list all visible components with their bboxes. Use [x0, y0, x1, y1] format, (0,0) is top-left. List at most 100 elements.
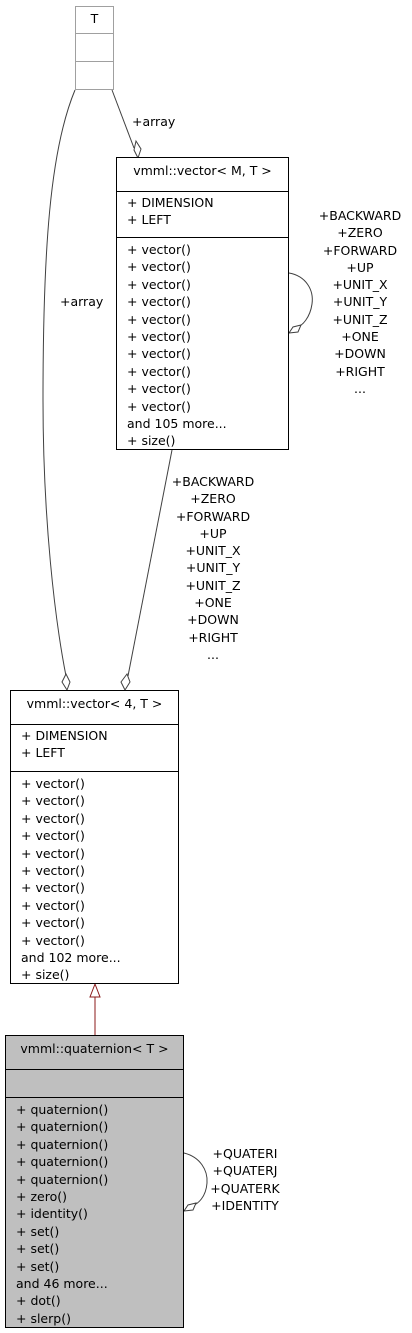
- label-quaternion-self: +QUATERI +QUATERJ+QUATERK+IDENTITY: [206, 1145, 284, 1214]
- method-line: + vector(): [127, 363, 191, 379]
- method-line: + vector(): [21, 793, 85, 809]
- method-line: + vector(): [21, 776, 85, 791]
- method-line: + quaternion(): [16, 1171, 109, 1187]
- method-line: and 105 more...: [127, 416, 227, 432]
- method-line: + set(): [16, 1223, 60, 1239]
- method-line: + vector(): [127, 346, 191, 362]
- aggregation-diamond-vector-4t-right: [120, 672, 131, 692]
- edge-label-line: +FORWARD: [322, 242, 398, 258]
- self-loop-quaternion: [183, 1152, 208, 1207]
- method-line: + set(): [16, 1241, 60, 1257]
- edge-label-line: +RIGHT: [188, 629, 238, 645]
- quaternion-attributes: [6, 1069, 183, 1097]
- method-line: + quaternion(): [16, 1154, 109, 1170]
- method-line: + vector(): [21, 810, 85, 826]
- quaternion-node[interactable]: vmml::quaternion< T > + quaternion()+ qu…: [5, 1035, 184, 1328]
- label-array-vector-4t: +array: [60, 293, 103, 310]
- edge-label-line: +BACKWARD: [318, 208, 402, 223]
- method-line: + vector(): [127, 242, 191, 257]
- edge-label-line: +UNIT_Z: [185, 577, 241, 593]
- template-param-attr-section: [76, 33, 113, 61]
- method-line: + zero(): [16, 1189, 67, 1205]
- method-line: + vector(): [21, 897, 85, 913]
- method-line: + quaternion(): [16, 1119, 109, 1135]
- edge-label-line: +UNIT_X: [332, 277, 388, 293]
- edge-label-line: +array: [132, 114, 176, 129]
- edge-label-line: +array: [60, 294, 104, 309]
- vector-4t-title: vmml::vector< 4, T >: [26, 696, 163, 711]
- aggregation-diamond-vector-mt: [133, 139, 142, 160]
- aggregation-diamond-quaternion-self: [182, 1202, 197, 1212]
- edge-label-line: +ZERO: [337, 225, 383, 241]
- label-vector-mt-self: +BACKWARD+ZERO+FORWARD+UP+UNIT_X+UNIT_Y+…: [313, 207, 407, 397]
- attribute-line: + LEFT: [127, 212, 171, 228]
- method-line: + vector(): [21, 828, 85, 844]
- edge-label-line: +ONE: [341, 329, 379, 345]
- template-param-title: T: [90, 11, 99, 26]
- method-line: + vector(): [127, 311, 191, 327]
- method-line: + vector(): [21, 863, 85, 879]
- label-array-vector-mt: +array: [132, 113, 175, 130]
- edge-t-to-vector-mt: [111, 89, 135, 149]
- edge-label-line: +UNIT_Z: [332, 311, 388, 327]
- aggregation-diamond-vector-mt-self: [287, 324, 302, 334]
- method-line: + vector(): [21, 880, 85, 896]
- vector-mt-methods: + vector()+ vector()+ vector()+ vector()…: [117, 237, 288, 450]
- vector-mt-attributes: + DIMENSION + LEFT: [117, 191, 288, 237]
- vector-4t-attributes: + DIMENSION + LEFT: [11, 724, 178, 771]
- method-line: + vector(): [127, 276, 191, 292]
- method-line: + set(): [16, 1258, 60, 1274]
- edge-label-line: +ZERO: [190, 491, 236, 507]
- attribute-line: + DIMENSION: [127, 195, 214, 210]
- edge-label-line: +UP: [199, 525, 227, 541]
- template-param-method-section: [76, 61, 113, 89]
- method-line: + vector(): [127, 259, 191, 275]
- method-line: + vector(): [21, 932, 85, 948]
- edge-label-line: ...: [207, 646, 219, 662]
- attribute-line: + DIMENSION: [21, 728, 108, 743]
- edge-label-line: +QUATERJ: [212, 1163, 278, 1179]
- quaternion-title: vmml::quaternion< T >: [20, 1041, 169, 1056]
- method-line: + slerp(): [16, 1310, 71, 1326]
- edge-label-line: +UNIT_Y: [332, 294, 388, 310]
- edge-label-line: +DOWN: [187, 612, 239, 628]
- edge-label-line: +RIGHT: [335, 363, 385, 379]
- template-param-node[interactable]: T: [75, 6, 114, 90]
- label-vector-mt-to-4t: +BACKWARD+ZERO+FORWARD+UP+UNIT_X+UNIT_Y+…: [166, 473, 260, 663]
- edge-label-line: +BACKWARD: [171, 474, 255, 489]
- edge-label-line: +FORWARD: [175, 508, 251, 524]
- vector-mt-node[interactable]: vmml::vector< M, T > + DIMENSION+ LEFT +…: [116, 157, 289, 450]
- edge-label-line: ...: [354, 380, 366, 396]
- method-line: + vector(): [127, 398, 191, 414]
- edge-label-line: +ONE: [194, 595, 232, 611]
- quaternion-methods: + quaternion()+ quaternion()+ quaternion…: [6, 1097, 183, 1327]
- edge-label-line: +QUATERI: [212, 1146, 278, 1161]
- method-line: + size(): [127, 433, 176, 449]
- method-line: + vector(): [127, 381, 191, 397]
- method-line: and 46 more...: [16, 1276, 108, 1292]
- edge-label-line: +DOWN: [334, 346, 386, 362]
- edge-label-line: +UNIT_Y: [185, 560, 241, 576]
- method-line: + quaternion(): [16, 1102, 109, 1117]
- aggregation-diamond-vector-4t-left: [61, 672, 71, 692]
- edge-label-line: +UNIT_X: [185, 543, 241, 559]
- method-line: + dot(): [16, 1293, 61, 1309]
- self-loop-vector-mt: [288, 272, 313, 328]
- method-line: and 102 more...: [21, 950, 121, 966]
- method-line: + identity(): [16, 1206, 88, 1222]
- vector-4t-methods: + vector()+ vector()+ vector()+ vector()…: [11, 771, 178, 984]
- attribute-line: + LEFT: [21, 745, 65, 761]
- method-line: + quaternion(): [16, 1136, 109, 1152]
- edge-label-line: +QUATERK: [210, 1180, 280, 1196]
- vector-4t-node[interactable]: vmml::vector< 4, T > + DIMENSION+ LEFT +…: [10, 690, 179, 984]
- edge-vector-mt-to-vector-4t: [127, 449, 173, 677]
- edge-t-to-vector-4t: [42, 89, 76, 677]
- edge-label-line: +UP: [346, 259, 374, 275]
- method-line: + size(): [21, 967, 70, 983]
- vector-mt-title: vmml::vector< M, T >: [133, 163, 272, 178]
- method-line: + vector(): [127, 329, 191, 345]
- method-line: + vector(): [21, 845, 85, 861]
- method-line: + vector(): [127, 294, 191, 310]
- edge-label-line: +IDENTITY: [211, 1197, 279, 1213]
